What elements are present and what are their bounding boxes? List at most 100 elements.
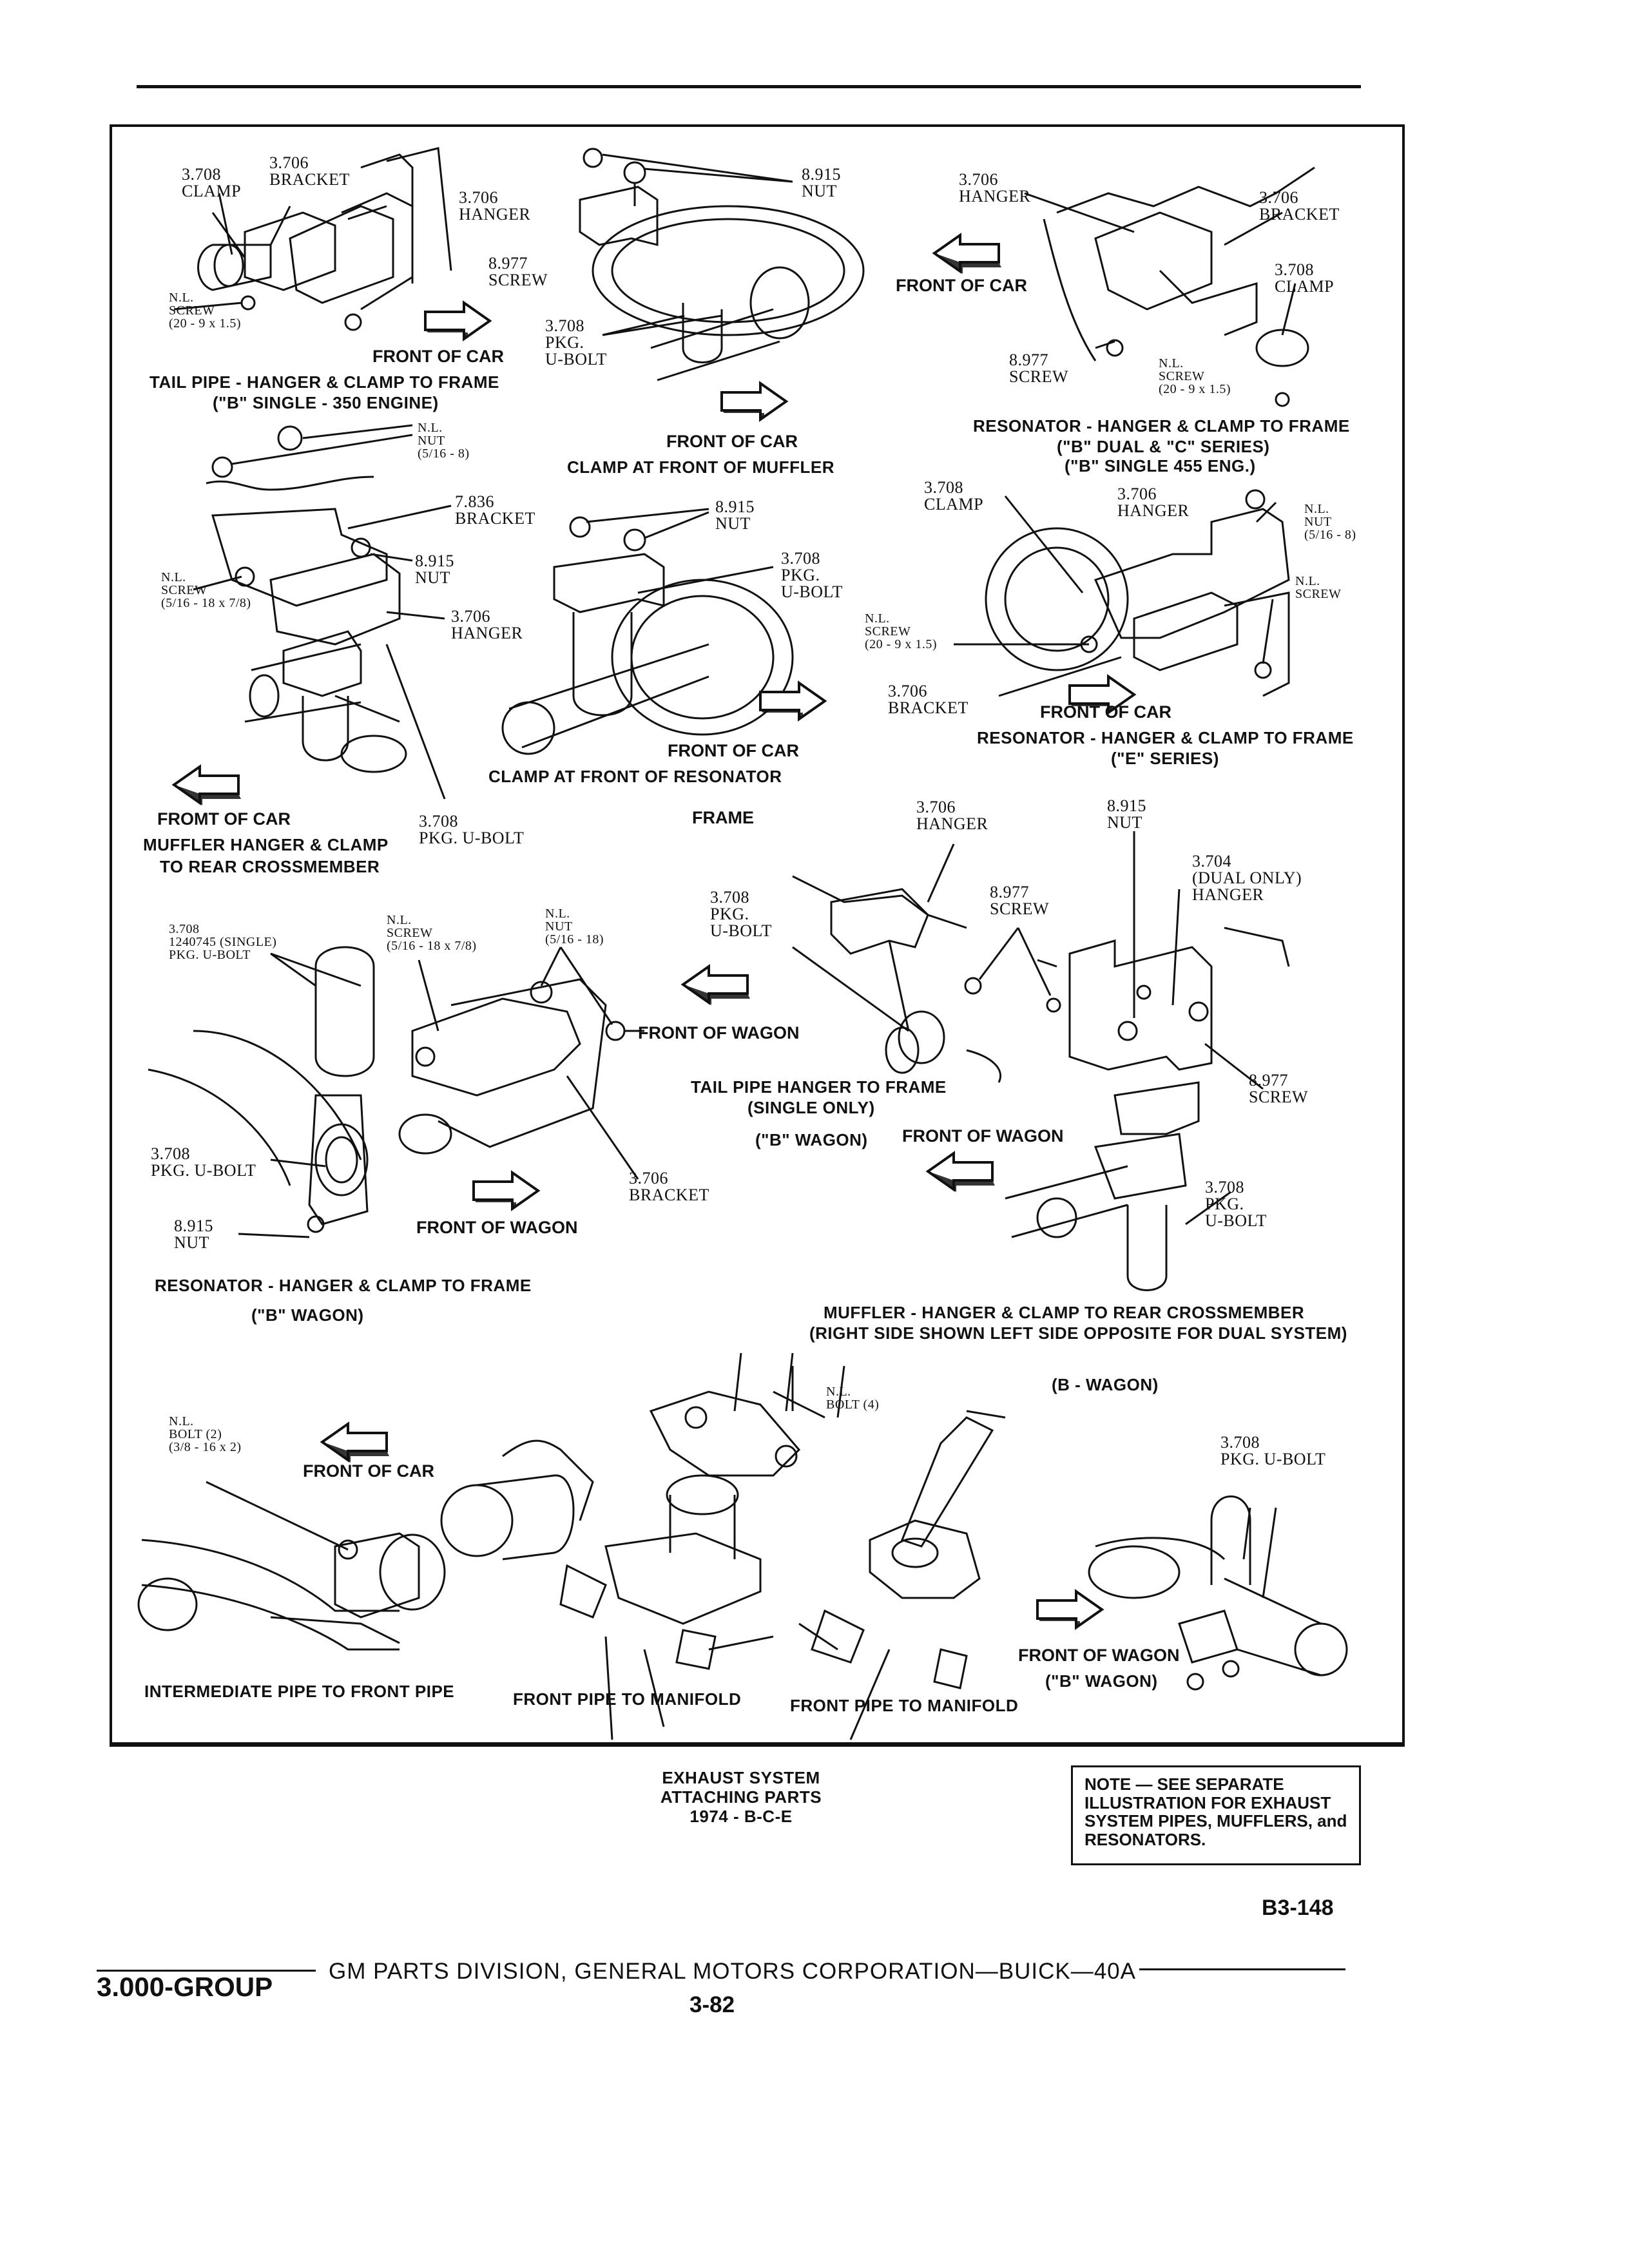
front-of-wagon-label: FRONT OF WAGON: [638, 1023, 800, 1043]
part-label-screw: 8.977 SCREW: [488, 254, 548, 289]
part-label-nl-bolt: N.L. BOLT (2) (3/8 - 16 x 2): [169, 1414, 242, 1454]
front-of-car-label: FROMT OF CAR: [157, 809, 291, 829]
tail-pipe-wagon-drawing: [792, 843, 1061, 1083]
diagram-frame: [110, 124, 1405, 1745]
page-title: EXHAUST SYSTEM: [662, 1768, 820, 1787]
part-label-nl-screw: N.L. SCREW (5/16 - 18 x 7/8): [387, 913, 477, 953]
part-label-ubolt: 3.708 PKG. U-BOLT: [151, 1144, 256, 1180]
diagram-caption: CLAMP AT FRONT OF MUFFLER: [567, 457, 834, 477]
part-label-ubolt: 3.708 PKG. U-BOLT: [1205, 1178, 1267, 1230]
diagram-caption: RESONATOR - HANGER & CLAMP TO FRAME: [155, 1276, 532, 1295]
part-label-hanger: 3.704 (DUAL ONLY) HANGER: [1192, 852, 1302, 904]
resonator-hanger-drawing: [1024, 166, 1315, 407]
part-label-ubolt: 3.708 PKG. U-BOLT: [419, 812, 525, 847]
note-text: NOTE — SEE SEPARATE ILLUSTRATION FOR EXH…: [1084, 1774, 1347, 1849]
diagram-caption: TAIL PIPE HANGER TO FRAME: [691, 1077, 947, 1097]
part-label-nut: 8.915 NUT: [802, 165, 841, 200]
note-box: NOTE — SEE SEPARATE ILLUSTRATION FOR EXH…: [1071, 1765, 1361, 1865]
part-label-clamp: 3.708 CLAMP: [182, 165, 242, 200]
footer-rule-left: [97, 1970, 316, 1972]
diagram-caption: CLAMP AT FRONT OF RESONATOR: [488, 767, 782, 786]
part-label-nl-screw: N.L. SCREW (20 - 9 x 1.5): [865, 611, 937, 651]
part-label-nl-screw: N.L. SCREW (20 - 9 x 1.5): [169, 291, 241, 331]
part-label-screw: 8.977 SCREW: [1249, 1071, 1309, 1106]
part-label-nl-nut: N.L. NUT (5/16 - 18): [545, 907, 604, 947]
diagram-caption: MUFFLER HANGER & CLAMP: [143, 835, 389, 854]
part-label-hanger: 3.706 HANGER: [451, 607, 523, 642]
part-label-nl-screw: N.L. SCREW (20 - 9 x 1.5): [1159, 356, 1231, 396]
part-label-bracket: 3.706 BRACKET: [629, 1169, 709, 1204]
front-of-wagon-label: FRONT OF WAGON: [1018, 1646, 1180, 1665]
front-of-car-label: FRONT OF CAR: [372, 347, 504, 366]
resonator-e-series-drawing: [954, 489, 1290, 697]
manifold-pipe-2-drawing: [798, 1410, 1006, 1740]
diagram-caption: TAIL PIPE - HANGER & CLAMP TO FRAME: [149, 372, 499, 392]
front-of-wagon-label: FRONT OF WAGON: [416, 1218, 578, 1237]
front-of-car-label: FRONT OF CAR: [1040, 702, 1171, 722]
diagram-subcaption: ("B" SINGLE - 350 ENGINE): [213, 393, 439, 412]
part-label-nut: 8.915 NUT: [1107, 796, 1146, 832]
part-label-clamp: 3.708 CLAMP: [1275, 260, 1335, 296]
part-label-ubolt: 3.708 PKG. U-BOLT: [781, 549, 843, 601]
part-label-nl-bolt: N.L. BOLT (4): [826, 1385, 880, 1412]
diagram-subcaption: ("B" SINGLE 455 ENG.): [1065, 456, 1256, 476]
part-label-screw: 8.977 SCREW: [1009, 351, 1069, 386]
page-year-series: 1974 - B-C-E: [689, 1807, 793, 1826]
diagram-subcaption: ("B" WAGON): [1045, 1671, 1158, 1691]
part-label-screw: 8.977 SCREW: [990, 883, 1050, 918]
diagram-subcaption: (B - WAGON): [1052, 1375, 1159, 1394]
diagram-caption: FRONT PIPE TO MANIFOLD: [513, 1689, 742, 1709]
part-label-hanger: 3.706 HANGER: [459, 188, 531, 224]
crossmember-hanger-drawing: [193, 424, 452, 800]
diagram-subcaption: ("B" WAGON): [251, 1305, 364, 1325]
part-label-bracket: 7.836 BRACKET: [455, 492, 535, 528]
front-of-wagon-label: FRONT OF WAGON: [902, 1126, 1064, 1146]
footer-text: GM PARTS DIVISION, GENERAL MOTORS CORPOR…: [329, 1959, 1136, 1984]
diagram-caption: FRONT PIPE TO MANIFOLD: [790, 1696, 1019, 1715]
diagram-subcaption: ("E" SERIES): [1111, 749, 1219, 768]
part-label-ubolt: 3.708 1240745 (SINGLE) PKG. U-BOLT: [169, 922, 277, 962]
muffler-clamp-drawing: [579, 148, 865, 381]
page-number: 3-82: [689, 1992, 735, 2017]
front-of-car-label: FRONT OF CAR: [303, 1461, 434, 1481]
front-of-car-label: FRONT OF CAR: [668, 741, 799, 760]
resonator-wagon-drawing: [148, 946, 644, 1238]
intermediate-pipe-drawing: [137, 1439, 594, 1651]
muffler-wagon-drawing: [1005, 831, 1290, 1291]
diagram-subcaption: (SINGLE ONLY): [747, 1098, 875, 1117]
part-label-nl-nut: N.L. NUT (5/16 - 8): [1304, 502, 1356, 542]
diagram-caption: INTERMEDIATE PIPE TO FRONT PIPE: [144, 1682, 455, 1701]
part-label-nl-screw: N.L. SCREW (5/16 - 18 x 7/8): [161, 570, 251, 610]
frame-shadow: [110, 1745, 1405, 1747]
part-label-hanger: 3.706 HANGER: [959, 170, 1031, 206]
part-label-bracket: 3.706 BRACKET: [269, 153, 350, 189]
part-label-nut: 8.915 NUT: [174, 1216, 213, 1252]
part-label-ubolt: 3.708 PKG. U-BOLT: [545, 316, 607, 369]
resonator-clamp-drawing: [501, 508, 794, 755]
part-label-ubolt: 3.708 PKG. U-BOLT: [710, 888, 772, 940]
part-label-nut: 8.915 NUT: [415, 552, 454, 587]
frame-label: FRAME: [692, 808, 754, 827]
part-label-bracket: 3.706 BRACKET: [888, 682, 969, 717]
part-label-ubolt: 3.708 PKG. U-BOLT: [1220, 1433, 1326, 1468]
diagram-caption: RESONATOR - HANGER & CLAMP TO FRAME: [973, 416, 1350, 436]
diagram-caption: MUFFLER - HANGER & CLAMP TO REAR CROSSME…: [824, 1303, 1305, 1322]
manifold-pipe-1-drawing: [559, 1352, 825, 1740]
diagram-subcaption: ("B" DUAL & "C" SERIES): [1057, 437, 1270, 456]
wagon-ubolt-drawing: [1088, 1495, 1348, 1691]
diagram-subcaption: ("B" WAGON): [755, 1130, 868, 1149]
top-rule: [137, 85, 1361, 88]
tail-pipe-assembly-drawing: [173, 147, 452, 331]
front-of-car-label: FRONT OF CAR: [666, 432, 798, 451]
part-label-hanger: 3.706 HANGER: [1117, 485, 1190, 520]
part-label-clamp: 3.708 CLAMP: [924, 478, 984, 514]
figure-id: B3-148: [1262, 1896, 1334, 1920]
diagram-subcaption: (RIGHT SIDE SHOWN LEFT SIDE OPPOSITE FOR…: [809, 1323, 1347, 1343]
part-label-nl-screw: N.L. SCREW: [1295, 574, 1342, 601]
part-label-nl-nut: N.L. NUT (5/16 - 8): [418, 421, 470, 461]
part-label-bracket: 3.706 BRACKET: [1259, 188, 1340, 224]
part-label-nut: 8.915 NUT: [715, 497, 755, 533]
page-subtitle: ATTACHING PARTS: [660, 1787, 822, 1807]
front-of-car-label: FRONT OF CAR: [896, 276, 1027, 295]
